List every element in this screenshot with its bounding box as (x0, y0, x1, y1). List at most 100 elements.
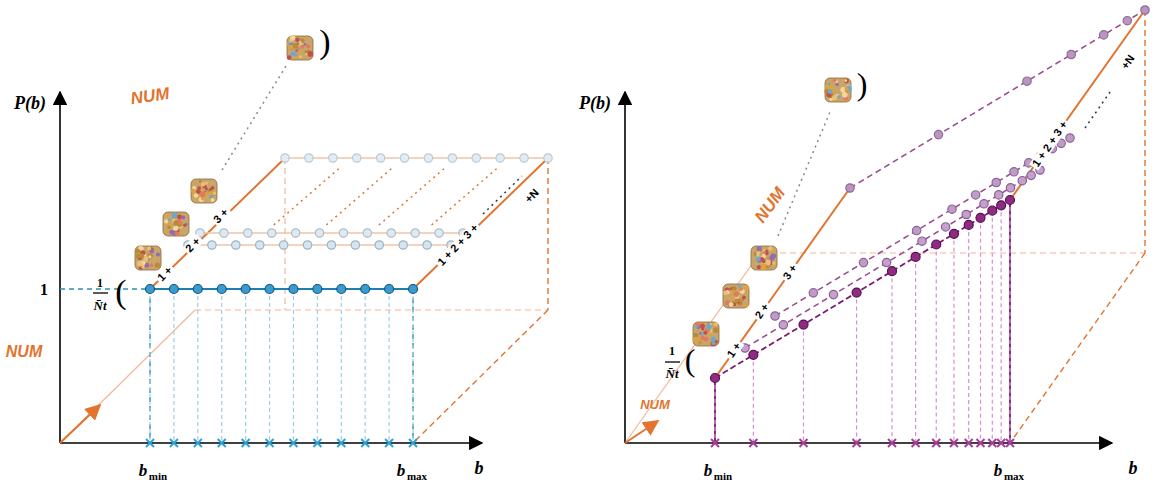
drop-line (803, 325, 804, 443)
sample-cross (218, 439, 226, 447)
box-edge (1144, 10, 1145, 253)
sample-cross (965, 439, 973, 447)
row-line (285, 157, 548, 159)
data-point (948, 205, 956, 213)
data-point (809, 289, 817, 297)
data-point (976, 213, 985, 222)
data-point (882, 258, 890, 266)
num-axis-line (150, 158, 285, 289)
data-point (962, 210, 970, 218)
drop-line (714, 378, 715, 443)
bound-label: b (704, 462, 713, 479)
data-point (829, 290, 837, 298)
ellipsis-dots (326, 167, 393, 225)
data-point (268, 229, 276, 237)
sequence-label: +N (523, 187, 541, 205)
data-point (327, 241, 335, 249)
data-point (448, 154, 456, 162)
drop-line (936, 245, 937, 444)
y-axis (59, 92, 61, 443)
data-point (980, 200, 988, 208)
num-axis-line (1010, 10, 1145, 200)
data-point (423, 241, 431, 249)
bound-label: b (397, 462, 406, 479)
box-edge (284, 158, 285, 310)
row-line (188, 244, 451, 246)
data-point (1006, 196, 1015, 205)
drop-line (269, 289, 270, 443)
drop-line (197, 289, 198, 443)
data-point (387, 229, 395, 237)
data-point (409, 285, 418, 294)
sequence-label: 2 + (752, 300, 772, 322)
data-point (995, 191, 1003, 199)
data-point (711, 374, 720, 383)
axis-title: b (1129, 459, 1138, 477)
data-point (799, 320, 808, 329)
box-edge (625, 253, 760, 443)
sample-cross (385, 439, 393, 447)
data-point (941, 223, 949, 231)
sample-cross (988, 439, 996, 447)
data-point (217, 285, 226, 294)
data-point (265, 285, 274, 294)
data-point (918, 237, 926, 245)
data-point (376, 154, 384, 162)
sample-cross (853, 439, 861, 447)
molecule-icon (287, 35, 313, 60)
fraction-denominator: N̄t (94, 299, 107, 312)
data-point (1141, 6, 1149, 14)
data-point (303, 241, 311, 249)
bound-subscript: max (407, 471, 427, 482)
data-point (411, 229, 419, 237)
box-edge (547, 158, 548, 310)
data-point (771, 312, 779, 320)
axis-name: NUM (752, 184, 789, 225)
data-point (846, 184, 854, 192)
data-point (146, 285, 155, 294)
row-line (200, 232, 463, 234)
molecule-icon (191, 179, 217, 203)
data-point (208, 241, 216, 249)
base-row (150, 288, 413, 290)
sample-cross (313, 439, 321, 447)
sequence-label: 3 + (780, 261, 800, 283)
bracket: ) (857, 68, 868, 100)
box-edge (195, 309, 548, 310)
data-point (520, 154, 528, 162)
box-edge (60, 310, 195, 443)
x-axis (625, 442, 1112, 444)
drop-line (980, 218, 981, 443)
data-point (544, 154, 552, 162)
bound-label: b (994, 462, 1003, 479)
drop-line (1001, 205, 1002, 443)
axis-name: NUM (130, 85, 171, 107)
data-point (852, 288, 861, 297)
data-point (988, 206, 997, 215)
data-point (949, 229, 958, 238)
drop-line (412, 289, 413, 443)
level-guide (60, 288, 150, 289)
axis-title: P(b) (14, 94, 46, 112)
drop-line (245, 289, 246, 443)
drop-line (753, 355, 754, 443)
base-layer (715, 200, 1010, 378)
drop-line (1009, 200, 1010, 443)
sample-cross (997, 439, 1005, 447)
drop-line (365, 289, 366, 443)
drop-line (992, 211, 993, 443)
axis-title: P(b) (579, 94, 611, 112)
sample-cross (912, 439, 920, 447)
data-point (888, 267, 897, 276)
tick-label: 1 (40, 282, 48, 298)
data-point (385, 285, 394, 294)
bound-guide (149, 289, 150, 443)
molecule-icon (751, 246, 777, 270)
data-point (220, 229, 228, 237)
data-point (1067, 50, 1075, 58)
fraction-numerator: 1 (97, 277, 103, 289)
box-edge (760, 252, 1145, 253)
data-point (472, 154, 480, 162)
data-point (779, 321, 787, 329)
